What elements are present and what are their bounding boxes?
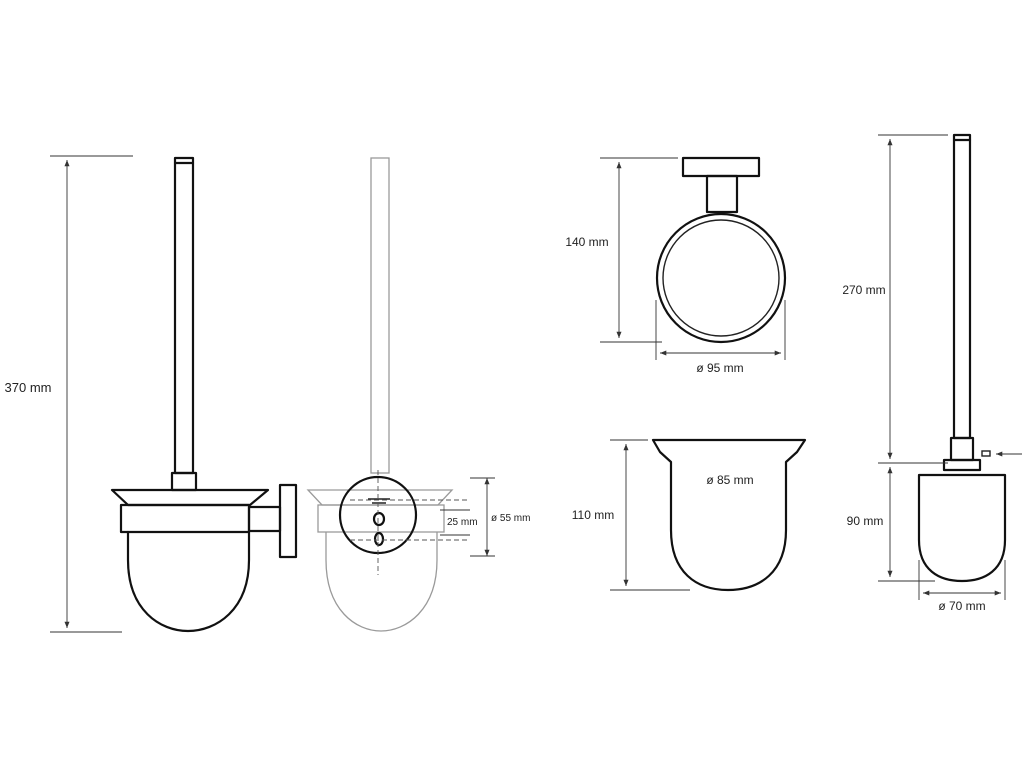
mount-diameter-label: ø 55 mm xyxy=(491,513,530,524)
ring-height-label: 140 mm xyxy=(565,235,608,249)
assembled-holder-side-view xyxy=(110,156,298,633)
overall-height-label: 370 mm xyxy=(5,380,52,395)
glass-cup-view xyxy=(651,438,807,592)
dimension-labels: 370 mm 25 mm ø 55 mm 140 mm ø 95 mm 110 … xyxy=(5,235,986,613)
mount-offset-label: 25 mm xyxy=(447,517,478,528)
cup-height-label: 110 mm xyxy=(572,508,614,522)
cup-diameter-label: ø 85 mm xyxy=(706,473,753,487)
ring-diameter-label: ø 95 mm xyxy=(696,361,743,375)
brush-head-diameter-label: ø 70 mm xyxy=(938,599,985,613)
holder-front-view xyxy=(306,157,470,632)
handle-length-label: 270 mm xyxy=(842,283,885,297)
ring-holder-view xyxy=(655,156,787,344)
brush-view xyxy=(917,133,1007,583)
dimension-lines xyxy=(50,134,1022,633)
brush-head-height-label: 90 mm xyxy=(847,514,884,528)
